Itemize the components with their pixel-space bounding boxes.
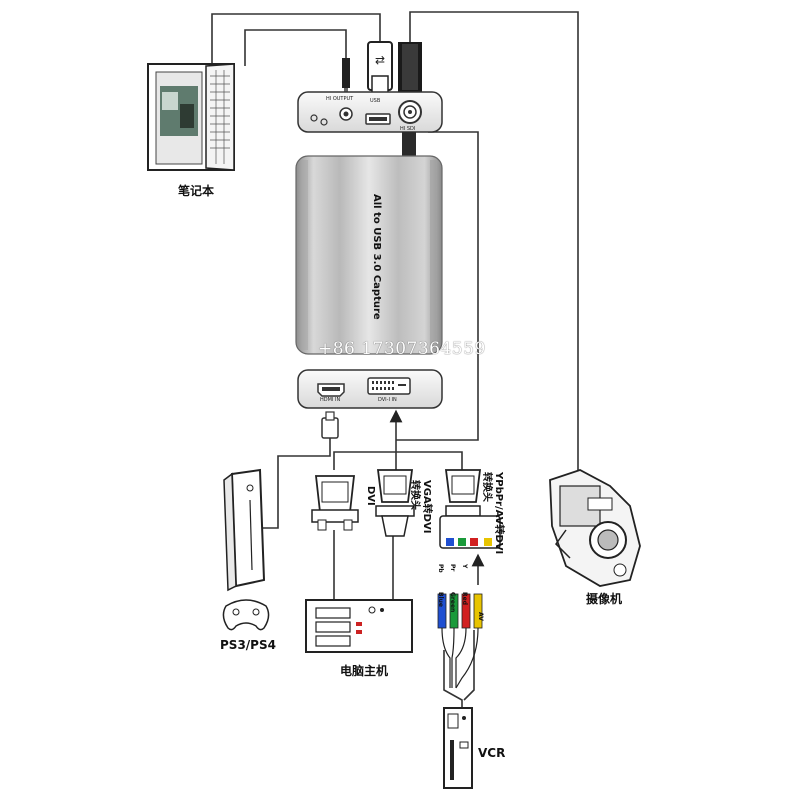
dvi-label: DVI bbox=[365, 486, 376, 506]
ps-label: PS3/PS4 bbox=[220, 638, 276, 652]
ps-console bbox=[222, 468, 270, 631]
camera-illustration bbox=[549, 469, 641, 587]
vga-adapter-label-2: 转换头 bbox=[409, 480, 420, 510]
sdi-loop-line bbox=[396, 131, 479, 441]
hdmi-plug bbox=[321, 411, 339, 439]
ypbpr-adapter bbox=[439, 469, 501, 549]
cable-av-label: AV bbox=[477, 612, 484, 621]
connection-lines bbox=[211, 11, 579, 708]
laptop-illustration bbox=[147, 63, 235, 171]
device-bottom-panel bbox=[297, 369, 443, 409]
cable-red-label: Red bbox=[461, 592, 468, 605]
laptop-audio-line bbox=[244, 29, 347, 66]
ypbpr-adapter-label-2: 转换头 bbox=[481, 472, 492, 502]
vcr-cable bbox=[443, 650, 463, 708]
bottom-port-hdmi-label: HDMI IN bbox=[320, 397, 341, 403]
pc-label: 电脑主机 bbox=[340, 664, 389, 678]
vcr-device bbox=[443, 707, 473, 789]
camera-label: 摄像机 bbox=[586, 592, 623, 606]
cable-y-label: Y bbox=[461, 564, 468, 569]
device-body bbox=[295, 155, 443, 355]
cable-green-label: Green bbox=[449, 592, 456, 613]
top-plugs: ⇄ bbox=[342, 41, 422, 98]
bottom-port-dvi-label: DVI-I IN bbox=[378, 397, 397, 403]
laptop-usb-line bbox=[211, 13, 381, 66]
top-port-sdi-label: HI SDI bbox=[400, 126, 416, 132]
camera-sdi-line bbox=[409, 11, 579, 472]
sdi-cable-segment bbox=[402, 132, 416, 158]
vga-dvi-adapter bbox=[375, 469, 415, 537]
watermark: +86 17307364559 bbox=[318, 339, 486, 359]
device-top-panel bbox=[297, 91, 443, 133]
cable-pb-label: Pb bbox=[437, 564, 444, 573]
ps-hdmi-line bbox=[262, 438, 331, 529]
cable-pr-label: Pr bbox=[449, 564, 456, 572]
top-port-audio-label: HI OUTPUT bbox=[326, 96, 354, 102]
vcr-label: VCR bbox=[478, 746, 506, 760]
adapter-hub-line bbox=[333, 451, 463, 470]
laptop-label: 笔记本 bbox=[178, 184, 215, 198]
component-cables bbox=[437, 593, 483, 689]
svg-text:⇄: ⇄ bbox=[375, 53, 385, 67]
vcr-cable-2 bbox=[463, 630, 475, 701]
pc-tower bbox=[305, 599, 413, 653]
dvi-plug bbox=[311, 475, 359, 531]
device-title: All to USB 3.0 Capture bbox=[371, 194, 382, 320]
top-port-usb-label: USB bbox=[370, 98, 381, 104]
cable-blue-label: Blue bbox=[437, 592, 444, 607]
